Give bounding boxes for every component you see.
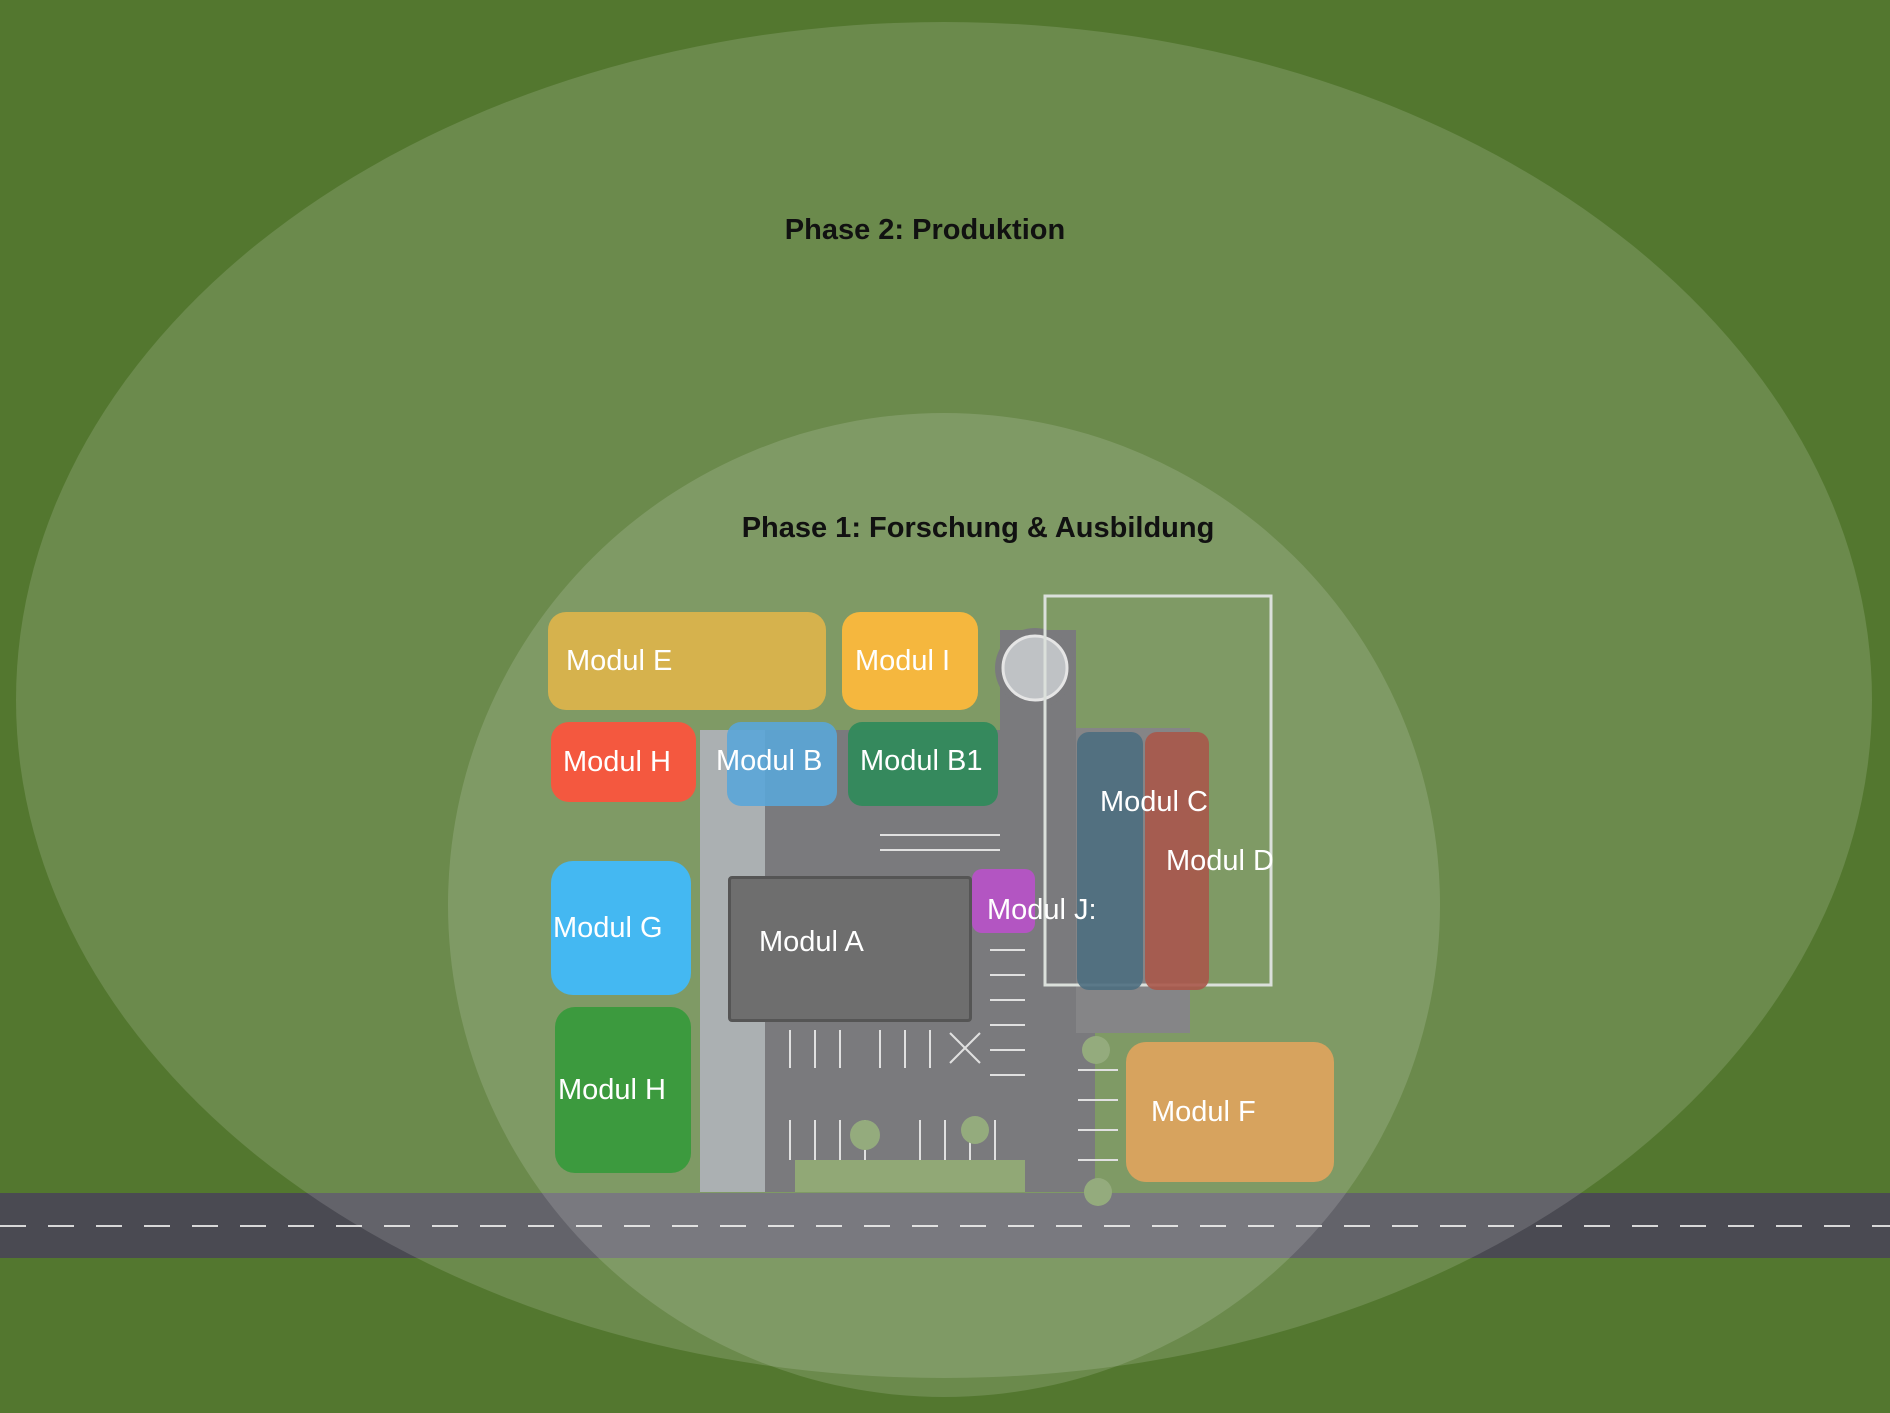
module-h-bottom-label: Modul H — [558, 1073, 666, 1106]
module-f[interactable]: Modul F — [1126, 1042, 1334, 1182]
module-a-label: Modul A — [759, 926, 864, 958]
module-b1[interactable] — [848, 722, 998, 806]
module-d-label: Modul D — [1166, 845, 1274, 877]
module-f-label: Modul F — [1151, 1095, 1256, 1128]
module-i[interactable]: Modul I — [842, 612, 978, 710]
module-e-label: Modul E — [566, 644, 673, 677]
module-b1-label: Modul B1 — [860, 745, 983, 777]
module-b[interactable] — [727, 722, 837, 806]
module-j[interactable] — [972, 869, 1035, 933]
module-h-top-label: Modul H — [563, 745, 671, 778]
module-i-label: Modul I — [855, 644, 951, 677]
module-c[interactable] — [1077, 732, 1143, 990]
module-h-top[interactable]: Modul H — [551, 722, 696, 802]
module-d[interactable] — [1145, 732, 1209, 990]
planting-strip — [795, 1160, 1025, 1192]
phase-1-label: Phase 1: Forschung & Ausbildung — [741, 512, 1215, 544]
module-g-label: Modul G — [553, 911, 663, 944]
module-g[interactable]: Modul G — [551, 861, 691, 995]
module-b-label: Modul B — [716, 745, 823, 777]
module-j-label: Modul J: — [987, 894, 1097, 926]
module-e[interactable]: Modul E — [548, 612, 826, 710]
phase-2-label: Phase 2: Produktion — [784, 214, 1066, 246]
module-h-bottom[interactable]: Modul H — [555, 1007, 691, 1173]
road — [0, 1193, 1890, 1258]
trees — [850, 1036, 1112, 1206]
module-c-label: Modul C — [1100, 786, 1208, 818]
parking-stalls — [789, 834, 1118, 1161]
roundabout-island — [1001, 634, 1069, 702]
module-a[interactable] — [728, 876, 972, 1022]
